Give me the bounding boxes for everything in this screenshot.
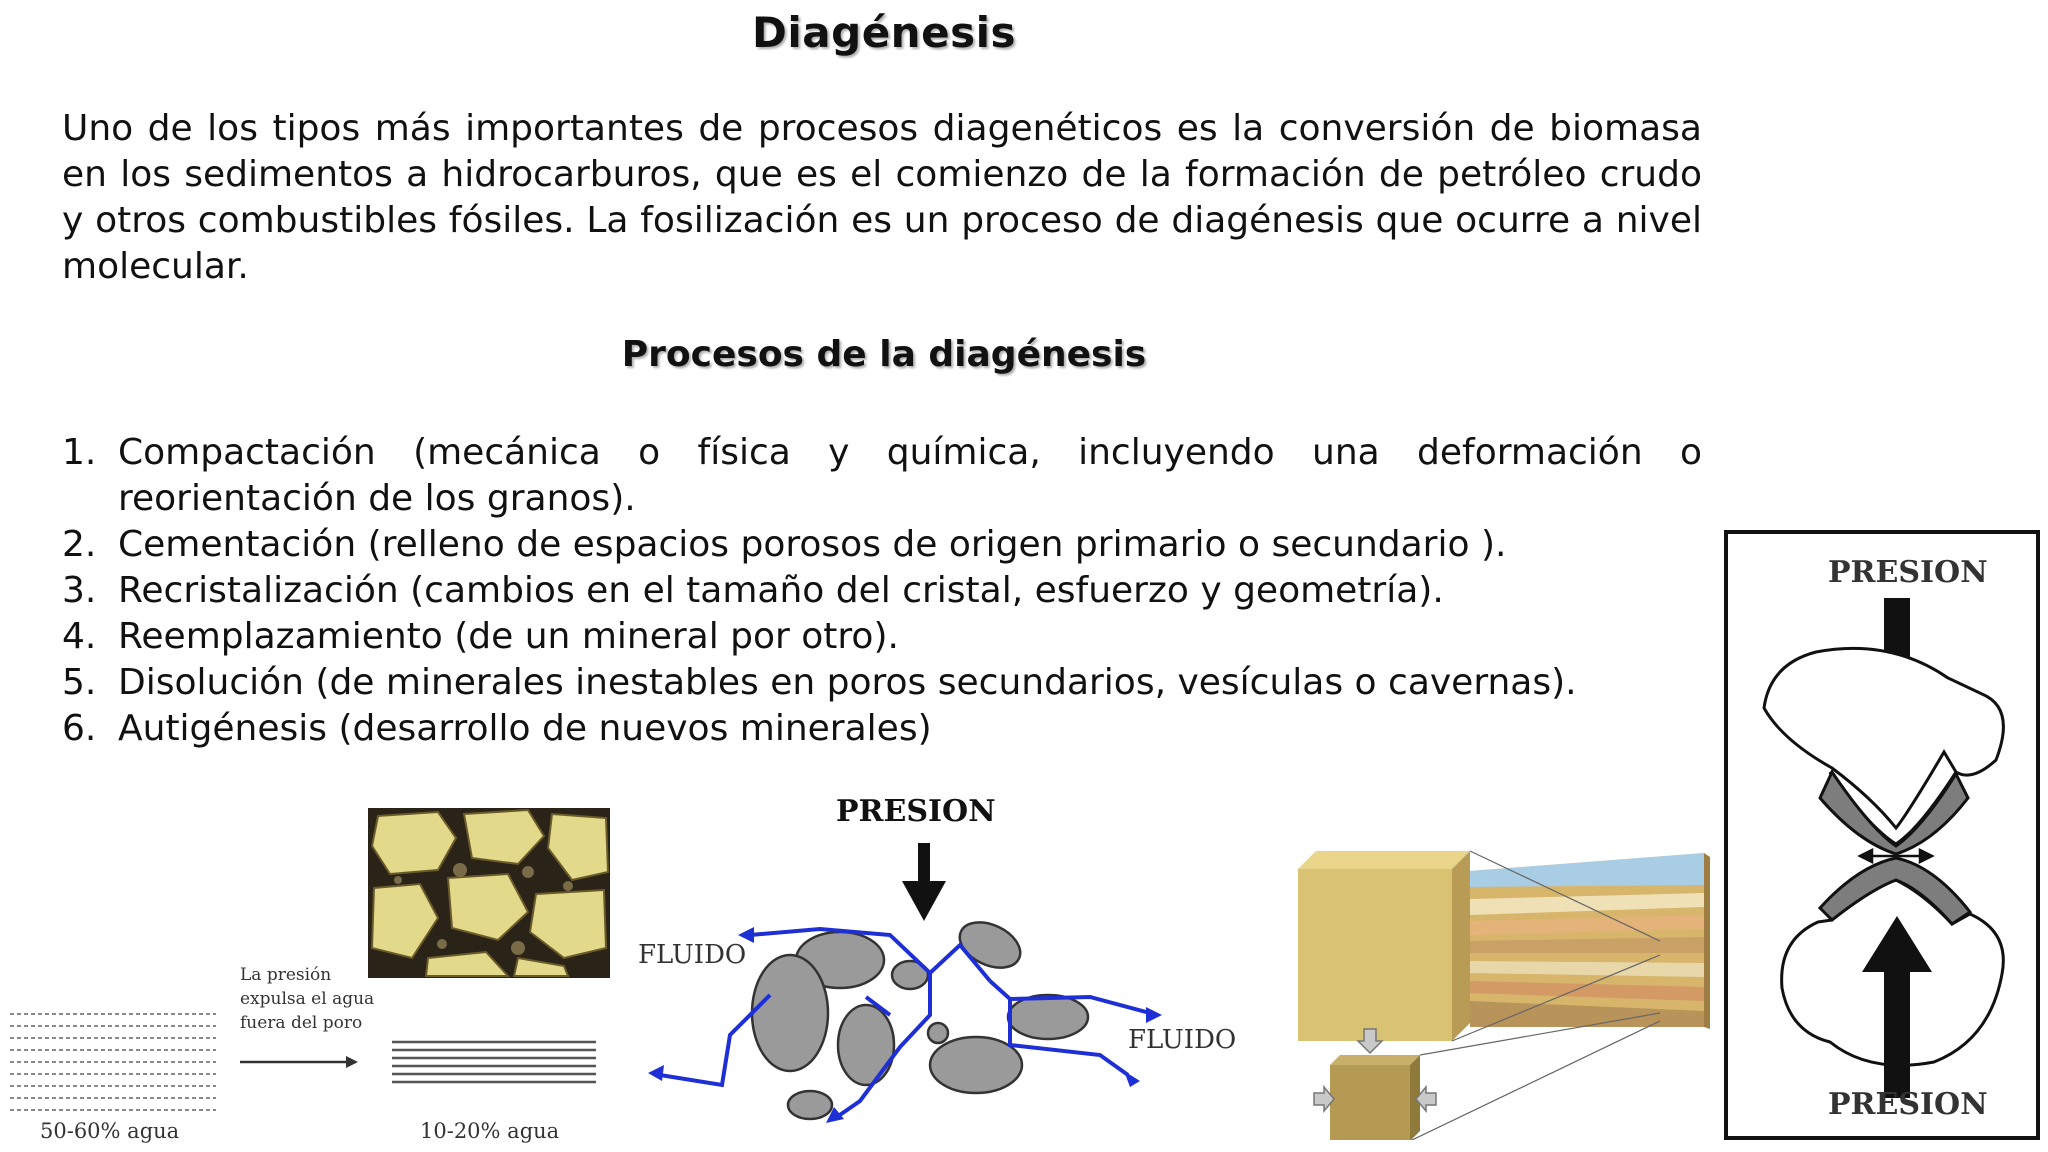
caption-line: fuera del poro <box>240 1013 362 1033</box>
list-text: Compactación (mecánica o física y químic… <box>118 432 1702 519</box>
compression-arrow-icons <box>1313 1028 1437 1114</box>
list-number: 6. <box>62 708 97 749</box>
fluid-arrowheads <box>648 927 1162 1123</box>
water-label-after: 10-20% agua <box>420 1119 559 1143</box>
list-number: 3. <box>62 570 97 611</box>
sand-block-small <box>1330 1055 1420 1140</box>
basin-cross-section <box>1470 853 1710 1029</box>
water-label-before: 50-60% agua <box>40 1119 179 1143</box>
list-item: 3. Recristalización (cambios en el tamaño… <box>62 568 1702 614</box>
list-item: 4. Reemplazamiento (de un mineral por otr… <box>62 614 1702 660</box>
list-text: Recristalización (cambios en el tamaño d… <box>118 570 1444 611</box>
list-number: 4. <box>62 616 97 657</box>
intro-paragraph: Uno de los tipos más importantes de proc… <box>62 108 1702 287</box>
list-item: 1. Compactación (mecánica o física y quím… <box>62 430 1702 522</box>
page-title: Diagénesis <box>752 8 1016 57</box>
caption-line: La presión <box>240 965 331 985</box>
list-item: 5. Disolución (de minerales inestables en… <box>62 660 1702 706</box>
pressure-label-bottom: PRESION <box>1828 1087 1988 1122</box>
compaction-caption: La presión expulsa el agua fuera del por… <box>240 965 380 1033</box>
sediment-block-diagram <box>1298 850 1710 1140</box>
grain-contact-diagram: PRESION PRESION <box>1724 530 2040 1140</box>
projection-lines <box>1410 850 1661 1140</box>
sediment-grains <box>750 921 1090 1121</box>
fluid-paths <box>659 926 1151 1121</box>
micrograph-image <box>368 808 610 978</box>
list-number: 2. <box>62 524 97 565</box>
up-arrow-icon <box>1862 916 1932 1098</box>
compacted-sediment-layers <box>392 1040 596 1084</box>
down-arrow-icon <box>902 843 946 921</box>
fluid-label-left: FLUIDO <box>638 940 746 970</box>
pressure-label-top: PRESION <box>1828 555 1988 590</box>
caption-line: expulsa el agua <box>240 989 374 1009</box>
list-item: 2. Cementación (relleno de espacios poros… <box>62 522 1702 568</box>
grain-pair <box>1762 646 2005 1067</box>
list-text: Reemplazamiento (de un mineral por otro)… <box>118 616 899 657</box>
pressure-label: PRESION <box>836 794 996 829</box>
list-text: Autigénesis (desarrollo de nuevos minera… <box>118 708 932 749</box>
fluid-flow-diagram: PRESION FLUIDO FLUIDO <box>638 794 1236 1123</box>
process-list: 1. Compactación (mecánica o física y quím… <box>62 430 1702 752</box>
double-arrow-icon <box>1857 847 1935 865</box>
loose-sediment-layers <box>10 1013 216 1111</box>
sand-block-large <box>1298 851 1470 1041</box>
list-item: 6. Autigénesis (desarrollo de nuevos mine… <box>62 706 1702 752</box>
list-number: 1. <box>62 432 97 473</box>
list-number: 5. <box>62 662 97 703</box>
list-text: Cementación (relleno de espacios porosos… <box>118 524 1507 565</box>
list-text: Disolución (de minerales inestables en p… <box>118 662 1577 703</box>
right-arrow-icon <box>240 1056 358 1068</box>
compaction-diagram: La presión expulsa el agua fuera del por… <box>10 965 596 1143</box>
section-subtitle: Procesos de la diagénesis <box>621 334 1147 375</box>
fluid-label-right: FLUIDO <box>1128 1025 1236 1055</box>
